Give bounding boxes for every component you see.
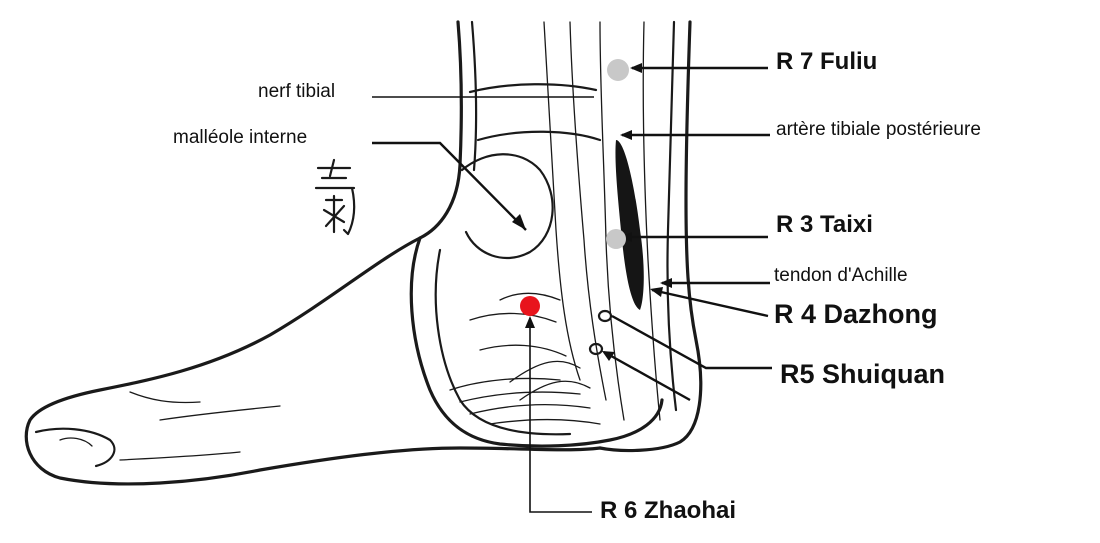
foot-sole-lines (119, 391, 281, 461)
r6-arrowhead (525, 316, 535, 328)
r5-leader-b (603, 350, 691, 402)
malleolus-bulge (460, 153, 554, 260)
tendon-line-3 (599, 21, 625, 421)
label-r4: R 4 Dazhong (774, 299, 938, 329)
label-nerf-tibial: nerf tibial (258, 81, 335, 102)
r4-leader (651, 288, 769, 318)
r6-point (520, 296, 540, 316)
r5-leader-a (611, 314, 772, 370)
qi-calligraphy-icon (314, 158, 356, 236)
leg-front-inner (470, 20, 478, 172)
big-toe (34, 427, 116, 468)
r6-leader (529, 318, 592, 513)
achilles-outer (666, 20, 678, 412)
malleole-arrowhead (512, 214, 526, 230)
labels: nerf tibial malléole interne artère tibi… (173, 48, 981, 524)
ankle-hatching (469, 292, 567, 357)
label-r5: R5 Shuiquan (780, 359, 945, 389)
qi-strokes-top (314, 158, 356, 236)
foot-illustration (24, 20, 703, 486)
r5-point-marker (588, 342, 604, 356)
leg-back-contour (598, 20, 703, 453)
label-r6: R 6 Zhaohai (600, 497, 736, 524)
foot-outline (24, 236, 602, 486)
toenail (59, 437, 93, 447)
tendon-line-2 (569, 21, 607, 401)
malleole-leader (372, 141, 527, 231)
label-malleole-interne: malléole interne (173, 127, 307, 148)
acupoints (520, 59, 629, 316)
r5-arrowhead (602, 351, 615, 361)
r7-point (607, 59, 629, 81)
label-tendon-achille: tendon d'Achille (774, 265, 908, 286)
leader-lines (372, 63, 772, 513)
r7-arrowhead (630, 63, 642, 73)
artere-arrowhead (620, 130, 632, 140)
label-artere-tibiale: artère tibiale postérieure (776, 119, 981, 140)
r4-point-marker (597, 309, 613, 323)
r3-arrowhead (620, 232, 632, 242)
heel-inner-line (434, 248, 572, 436)
qi-strokes-body (322, 194, 346, 234)
label-r7: R 7 Fuliu (776, 48, 877, 75)
tendon-line-4 (642, 21, 661, 421)
heel-cup (409, 236, 664, 448)
r3-point (606, 229, 626, 249)
leg-front-contour (418, 20, 463, 240)
leg-band-lines (468, 83, 602, 142)
artery-shadow (615, 140, 644, 310)
label-r3: R 3 Taixi (776, 211, 873, 238)
r4-arrowhead (650, 287, 663, 297)
tendon-line-1 (543, 21, 581, 381)
tendon-arrowhead (660, 278, 672, 288)
